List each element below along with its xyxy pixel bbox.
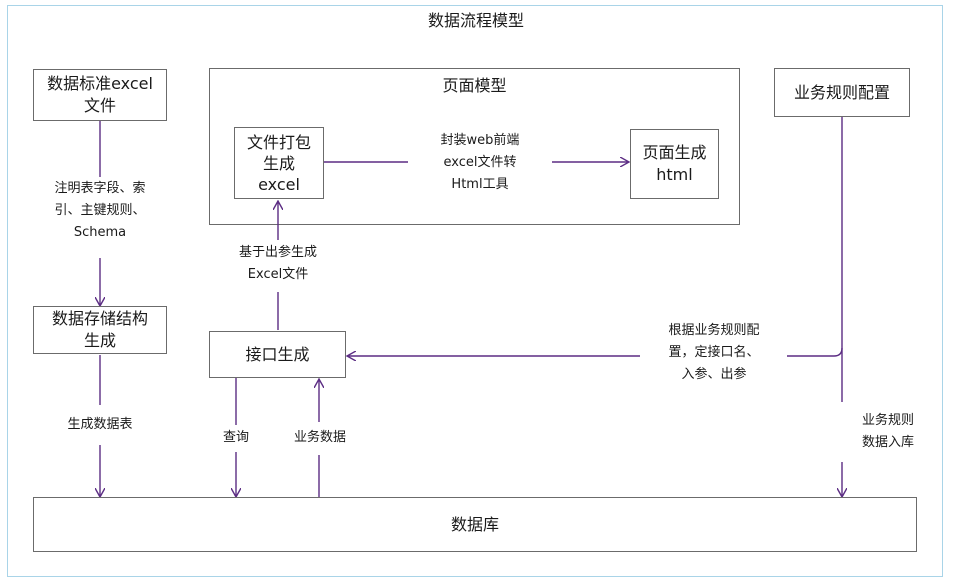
business-rule-text: 业务规则配置: [793, 82, 890, 102]
page-model-label: 页面模型: [442, 76, 507, 95]
database-text: 数据库: [450, 514, 499, 534]
package-excel-text: 文件打包 生成 excel: [246, 132, 311, 194]
storage-structure-text: 数据存储结构 生成: [51, 309, 148, 350]
page-generate-box: 页面生成 html: [630, 129, 719, 199]
generate-excel-label: 基于出参生成 Excel文件: [238, 245, 317, 282]
query-label: 查询: [222, 430, 249, 445]
excel-standard-box: 数据标准excel 文件: [33, 69, 167, 121]
diagram-title: 数据流程模型: [427, 11, 524, 30]
excel-standard-text: 数据标准excel 文件: [47, 74, 153, 115]
annotate-label: 注明表字段、索 引、主键规则、 Schema: [54, 181, 146, 240]
rule-branch-curve: [787, 347, 843, 357]
database-box: 数据库: [33, 497, 917, 552]
rule-store-label: 业务规则 数据入库: [861, 413, 914, 450]
package-excel-box: 文件打包 生成 excel: [234, 127, 324, 199]
wrap-tool-label: 封装web前端 excel文件转 Html工具: [440, 133, 520, 192]
api-generate-box: 接口生成: [209, 331, 346, 378]
business-rule-box: 业务规则配置: [774, 68, 910, 117]
generate-table-label: 生成数据表: [67, 417, 133, 432]
business-data-label: 业务数据: [293, 430, 346, 445]
diagram-frame: [7, 5, 943, 577]
storage-structure-box: 数据存储结构 生成: [33, 306, 167, 354]
by-rule-label: 根据业务规则配 置，定接口名、 入参、出参: [668, 323, 760, 382]
page-generate-text: 页面生成 html: [642, 143, 707, 184]
api-generate-text: 接口生成: [245, 344, 310, 364]
